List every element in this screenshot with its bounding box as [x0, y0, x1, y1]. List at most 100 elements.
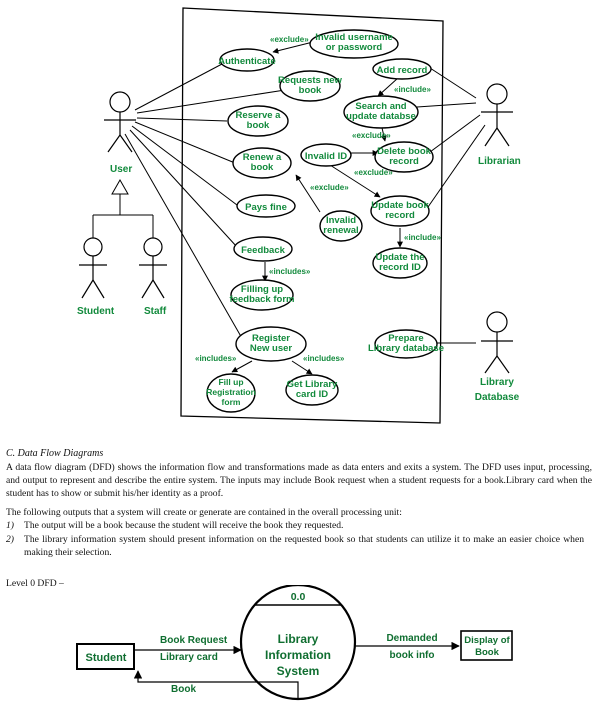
- label-line: Requests new: [278, 75, 342, 86]
- list-item-text: The output will be a book because the st…: [24, 520, 344, 531]
- list-item-number: 1): [6, 520, 14, 531]
- label-line: Renew a: [243, 152, 282, 163]
- label-line: Library database: [368, 343, 444, 354]
- label-line: Fill up: [218, 377, 243, 387]
- user-associations: [124, 63, 286, 341]
- list-item-text: The library information system should pr…: [24, 534, 584, 558]
- label-line: Prepare: [388, 333, 423, 344]
- label-line: Add record: [377, 65, 428, 76]
- label-line: renewal: [323, 225, 358, 236]
- label-line: record: [385, 210, 415, 221]
- staff-actor: Staff: [139, 237, 167, 317]
- label-line: update databse: [346, 111, 416, 122]
- librarian-label: Librarian: [478, 156, 521, 167]
- label-line: Invalid username: [315, 32, 393, 43]
- label-line: Invalid: [326, 215, 356, 226]
- label-line: Update the: [375, 252, 424, 263]
- use-case-pays-fine: Pays fine: [236, 194, 296, 218]
- level0-label: Level 0 DFD –: [6, 578, 64, 589]
- label-line: Pays fine: [245, 202, 287, 213]
- label-line: Display of: [464, 635, 510, 646]
- label-line: Register: [252, 333, 290, 344]
- label-line: book info: [390, 650, 435, 661]
- user-label: User: [110, 164, 132, 175]
- use-case-diagram: «exclude» «include» «exclude» «exclude» …: [77, 7, 521, 424]
- label-line: Database: [475, 392, 520, 403]
- section-heading: C. Data Flow Diagrams: [6, 448, 104, 459]
- stereotype-include-update: «include»: [404, 233, 441, 242]
- label-line: feedback form: [230, 294, 295, 305]
- label-line: Authenticate: [218, 56, 276, 67]
- student-entity-label: Student: [86, 652, 127, 664]
- librarian-associations: [416, 67, 486, 344]
- flow-label-demanded: Demanded book info: [386, 633, 437, 661]
- label-line: Invalid ID: [305, 151, 347, 162]
- list-item: 2)The library information system should …: [6, 533, 592, 559]
- generalization-arrow: [92, 178, 154, 238]
- label-line: book: [299, 85, 322, 96]
- librarian-actor: Librarian: [478, 83, 521, 167]
- label-line: Information: [265, 648, 331, 662]
- label-line: Update book: [371, 200, 429, 211]
- process-id: 0.0: [291, 591, 306, 603]
- label-line: card ID: [296, 389, 328, 400]
- label-line: Registration: [206, 387, 256, 397]
- stereotype-includes-register-right: «includes»: [303, 354, 345, 363]
- label-line: book: [251, 162, 274, 173]
- stereotype-include-add: «include»: [394, 85, 431, 94]
- student-label: Student: [77, 306, 115, 317]
- student-actor: Student: [77, 237, 115, 317]
- label-line: Feedback: [241, 245, 286, 256]
- label-line: Filling up: [241, 284, 283, 295]
- label-line: Reserve a: [236, 110, 282, 121]
- label-line: Search and: [355, 101, 406, 112]
- label-line: record: [389, 156, 419, 167]
- label-line: System: [277, 664, 320, 678]
- svg-text:Authenticate: Authenticate: [218, 56, 276, 67]
- label-line: Library: [278, 632, 319, 646]
- svg-text:Invalid ID: Invalid ID: [305, 151, 347, 162]
- label-line: record ID: [379, 262, 421, 273]
- use-case-add-record: Add record: [372, 58, 432, 80]
- use-case-invalid-id: Invalid ID: [300, 143, 352, 167]
- staff-label: Staff: [144, 306, 167, 317]
- paragraph-dfd-intro: A data flow diagram (DFD) shows the info…: [6, 462, 592, 499]
- student-entity: Student: [76, 643, 135, 670]
- stereotype-exclude-search: «exclude»: [352, 131, 391, 140]
- label-line: Delete book: [377, 146, 432, 157]
- label-line: book: [247, 120, 270, 131]
- flow-label-book-request: Book Request: [160, 635, 228, 646]
- system-boundary: [180, 7, 444, 424]
- stereotype-exclude-delete: «exclude»: [354, 168, 393, 177]
- paragraph-outputs: The following outputs that a system will…: [6, 507, 402, 518]
- label-line: Library: [480, 377, 514, 388]
- label-line: Demanded: [386, 633, 437, 644]
